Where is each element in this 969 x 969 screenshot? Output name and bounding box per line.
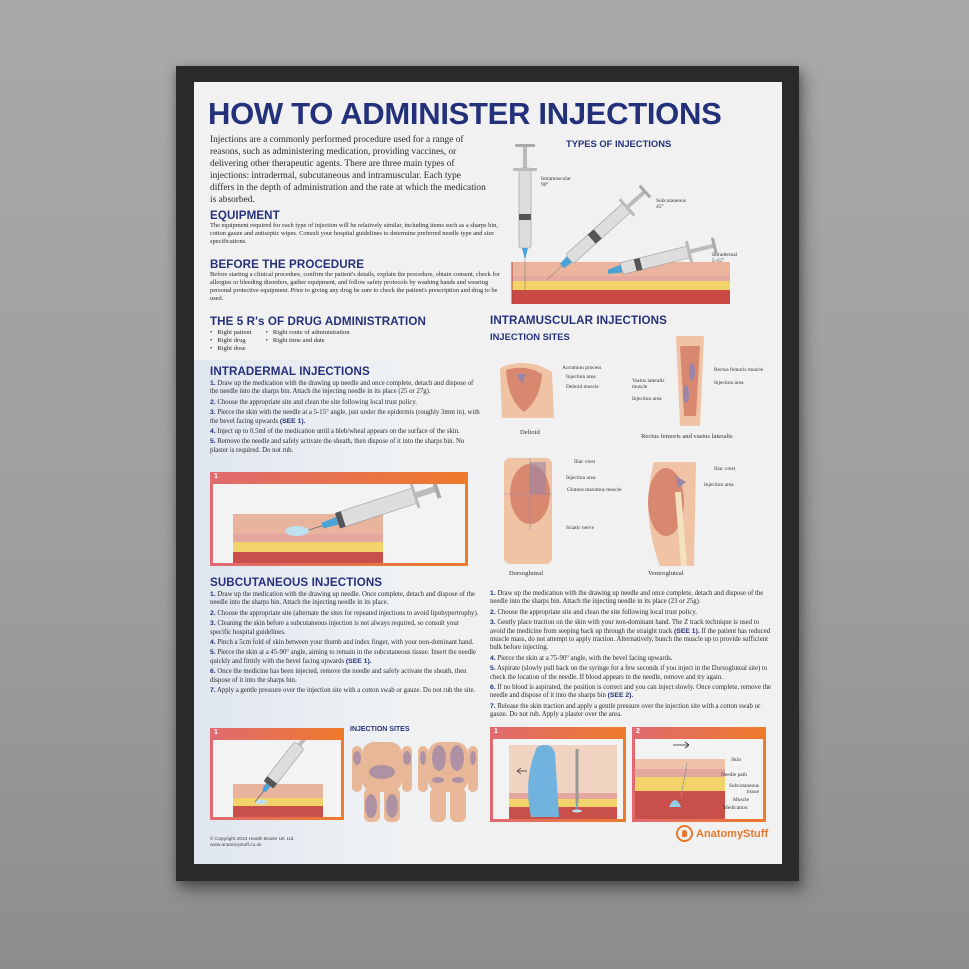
ventrogluteal-illustration [648,462,696,566]
poster-title: HOW TO ADMINISTER INJECTIONS [208,96,722,131]
layer-label: Muscle [733,797,749,803]
poster: HOW TO ADMINISTER INJECTIONS Injections … [194,82,782,864]
before-text: Before starting a clinical procedure, co… [210,271,500,303]
subcutaneous-panel-1: 1 [210,728,344,820]
thigh-label: Rectus femoris muscle [714,367,764,373]
r-item: Right patient [210,329,251,337]
dorso-caption: Dorsogluteal [509,570,544,577]
anatomystuff-logo: AnatomyStuff [676,825,768,842]
intramuscular-sites-heading: INJECTION SITES [490,331,570,342]
equipment-heading: EQUIPMENT [210,209,280,222]
r-item: Right time and date [266,337,350,345]
r-item: Right drug [210,337,252,345]
five-rs-section: THE 5 R's OF DRUG ADMINISTRATION Right p… [210,315,500,353]
subcutaneous-heading: SUBCUTANEOUS INJECTIONS [210,576,383,589]
step: 2. Choose the appropriate site (alternat… [210,609,479,617]
five-rs-heading: THE 5 R's OF DRUG ADMINISTRATION [210,315,426,328]
step: 3. Cleaning the skin before a subcutaneo… [210,620,459,636]
step: 6. Once the medicine has been injected, … [210,668,467,684]
equipment-text: The equipment required for each type of … [210,222,498,246]
brand-name: AnatomyStuff [696,827,769,840]
layer-label: Needle path [721,772,747,778]
z-track-illustration [509,745,617,819]
step: 4. Pierce the skin at a 75-90° angle, wi… [490,654,673,662]
intramuscular-panel-1: 1 [490,727,626,822]
subcutaneous-section: SUBCUTANEOUS INJECTIONS 1. Draw up the m… [210,576,480,697]
dorso-label: Iliac crest [574,459,596,465]
r-item: Right dose [210,345,252,353]
intramuscular-steps: 1. Draw up the medication with the drawi… [490,590,772,722]
deltoid-label: Deltoid muscle [566,384,599,390]
intramuscular-heading: INTRAMUSCULAR INJECTIONS [490,314,667,327]
deltoid-label: Acromion process [562,365,602,371]
layer-label: Subcutaneous tissue [729,783,759,795]
types-heading: TYPES OF INJECTIONS [566,138,672,149]
intradermal-panel-1: 1 [210,472,468,566]
logo-icon [676,825,693,842]
step: 3. Gently place traction on the skin wit… [490,619,771,652]
deltoid-caption: Deltoid [520,429,540,436]
step: 4. Pinch a 5cm fold of skin between your… [210,639,474,647]
layer-label: Skin [731,757,741,763]
r-item: Right route of administration [266,329,350,337]
step: 3. Pierce the skin with the needle at a … [210,409,480,425]
step: 2. Choose the appropriate site and clean… [490,608,698,616]
layers-illustration [635,741,725,819]
deltoid-illustration [500,362,554,418]
copyright: © Copyright 2024 Health Books UK Ltd. ww… [210,837,295,848]
intramuscular-panel-2: 2 Skin Needle path Subcutaneous tissue M… [632,727,766,822]
before-heading: BEFORE THE PROCEDURE [210,258,365,271]
intradermal-section: INTRADERMAL INJECTIONS 1. Draw up the me… [210,365,480,457]
thigh-label: Injection area [714,380,744,386]
dorso-label: Sciatic nerve [566,525,594,531]
subcutaneous-sites-heading: INJECTION SITES [350,726,410,733]
dorso-label: Gluteus maximus muscle [567,487,622,493]
ventro-label: Iliac crest [714,466,736,472]
five-rs-col2: Right route of administration Right time… [266,329,350,353]
ventro-label: Injection area [704,482,734,488]
thigh-label: Vastus lateralis muscle [632,378,665,390]
step: 2. Choose the appropriate site and clean… [210,398,418,406]
step: 1. Draw up the medication with the drawi… [210,591,476,607]
step: 7. Release the skin traction and apply a… [490,702,761,719]
intradermal-illustration [233,484,442,563]
subcutaneous-illustration [233,740,323,817]
step: 1. Draw up the medication with the drawi… [210,380,474,396]
thigh-caption: Rectus femoris and vastus lateralis [641,433,733,440]
step: 5. Aspirate (slowly pull back on the syr… [490,665,768,681]
ventro-caption: Ventrogluteal [648,570,684,577]
step: 5. Remove the needle and safely activate… [210,438,465,454]
five-rs-col1: Right patient Right drug Right dose [210,329,252,353]
deltoid-label: Injection area [566,374,596,380]
step: 5. Pierce the skin at a 45-90° angle, ai… [210,649,477,665]
intradermal-heading: INTRADERMAL INJECTIONS [210,365,370,378]
website-url: www.anatomystuff.co.uk [210,843,262,848]
intro-text: Injections are a commonly performed proc… [210,135,486,206]
step: 6. If no blood is aspirated, the positio… [490,684,771,700]
body-sites-illustration [352,742,478,822]
before-section: BEFORE THE PROCEDURE Before starting a c… [210,258,500,303]
thigh-illustration [676,336,704,426]
step: 1. Draw up the medication with the drawi… [490,590,764,606]
thigh-label: Injection area [632,396,662,402]
types-diagram: TYPES OF INJECTIONS [490,134,772,306]
layer-label: Medication [723,805,748,811]
equipment-section: EQUIPMENT The equipment required for eac… [210,209,500,246]
syringes-illustration [511,144,730,304]
step: 4. Inject up to 0.5ml of the medication … [210,428,460,436]
intramuscular-section: INTRAMUSCULAR INJECTIONS INJECTION SITES [490,314,772,342]
dorso-label: Injection area [566,475,596,481]
step: 7. Apply a gentle pressure over the inje… [210,687,476,695]
dorsogluteal-illustration [504,458,552,564]
